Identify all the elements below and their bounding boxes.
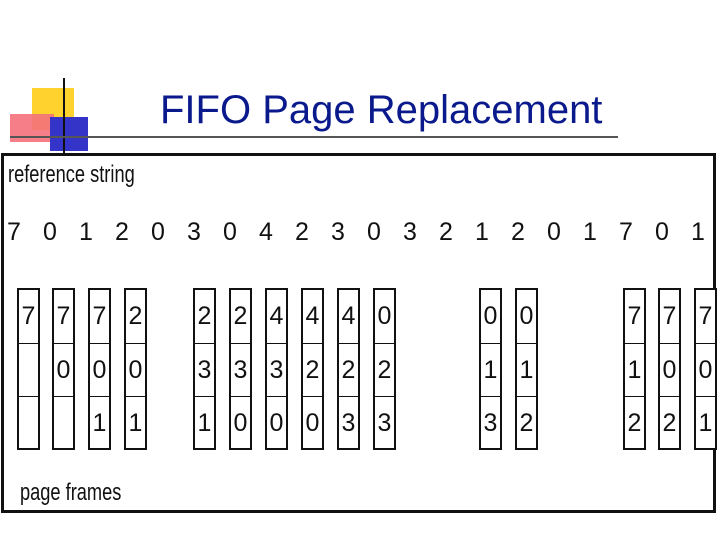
frame-cell: 1 (90, 396, 109, 449)
frame-cell: 3 (267, 343, 286, 396)
frame-cell: 0 (696, 343, 715, 396)
reference-item: 0 (43, 218, 57, 246)
reference-item: 0 (223, 218, 237, 246)
frame-cell: 3 (339, 396, 358, 449)
frame-cell: 7 (698, 302, 713, 330)
frame-cell: 4 (269, 302, 284, 330)
frame-cell: 1 (126, 396, 145, 449)
frame-cell: 4 (341, 302, 356, 330)
frame-cell: 2 (303, 343, 322, 396)
frame-cell: 7 (92, 302, 107, 330)
reference-item: 1 (79, 218, 93, 246)
decor-vertical-line (63, 78, 65, 158)
reference-item: 3 (331, 218, 345, 246)
frame-cell: 0 (303, 396, 322, 449)
frame-cell (54, 396, 73, 449)
frame-cell: 0 (267, 396, 286, 449)
frame-cell: 1 (625, 343, 644, 396)
reference-item: 0 (151, 218, 165, 246)
frame-cell: 7 (21, 302, 36, 330)
reference-item: 4 (259, 218, 273, 246)
frame-cell: 0 (54, 343, 73, 396)
slide-title: FIFO Page Replacement (160, 88, 603, 132)
frame-cell: 2 (625, 396, 644, 449)
reference-item: 1 (691, 218, 705, 246)
frame-cell: 0 (519, 302, 534, 330)
reference-item: 1 (475, 218, 489, 246)
reference-item: 0 (367, 218, 381, 246)
reference-item: 3 (187, 218, 201, 246)
frame-cell: 2 (197, 302, 212, 330)
reference-item: 2 (115, 218, 129, 246)
frame-cell: 1 (195, 396, 214, 449)
frame-cell: 2 (339, 343, 358, 396)
frame-cell: 2 (375, 343, 394, 396)
frame-cell: 0 (660, 343, 679, 396)
reference-item: 1 (583, 218, 597, 246)
frame-cell: 3 (375, 396, 394, 449)
frame-cell: 3 (481, 396, 500, 449)
frame-cell (19, 343, 38, 396)
frame-cell: 7 (627, 302, 642, 330)
reference-item: 0 (655, 218, 669, 246)
frame-cell: 0 (90, 343, 109, 396)
frame-cell: 7 (56, 302, 71, 330)
reference-item: 7 (619, 218, 633, 246)
frame-cell: 7 (662, 302, 677, 330)
frame-cell: 0 (126, 343, 145, 396)
title-underline (10, 136, 618, 138)
frame-cell: 3 (231, 343, 250, 396)
frame-cell: 1 (517, 343, 536, 396)
reference-item: 3 (403, 218, 417, 246)
frame-cell: 3 (195, 343, 214, 396)
frame-cell: 1 (696, 396, 715, 449)
frame-cell: 2 (660, 396, 679, 449)
frame-cell: 0 (483, 302, 498, 330)
decor-blue-square (50, 117, 88, 151)
page-frames-label: page frames (20, 479, 122, 506)
reference-item: 2 (295, 218, 309, 246)
reference-item: 7 (7, 218, 21, 246)
frame-cell: 0 (377, 302, 392, 330)
reference-item: 2 (511, 218, 525, 246)
frame-cell (19, 396, 38, 449)
frame-cell: 0 (231, 396, 250, 449)
reference-item: 0 (547, 218, 561, 246)
frame-cell: 2 (233, 302, 248, 330)
frame-column: 7 (17, 288, 40, 450)
frame-cell: 1 (481, 343, 500, 396)
frame-cell: 2 (517, 396, 536, 449)
reference-string-label: reference string (8, 161, 135, 188)
reference-item: 2 (439, 218, 453, 246)
frame-cell: 4 (305, 302, 320, 330)
frame-cell: 2 (128, 302, 143, 330)
